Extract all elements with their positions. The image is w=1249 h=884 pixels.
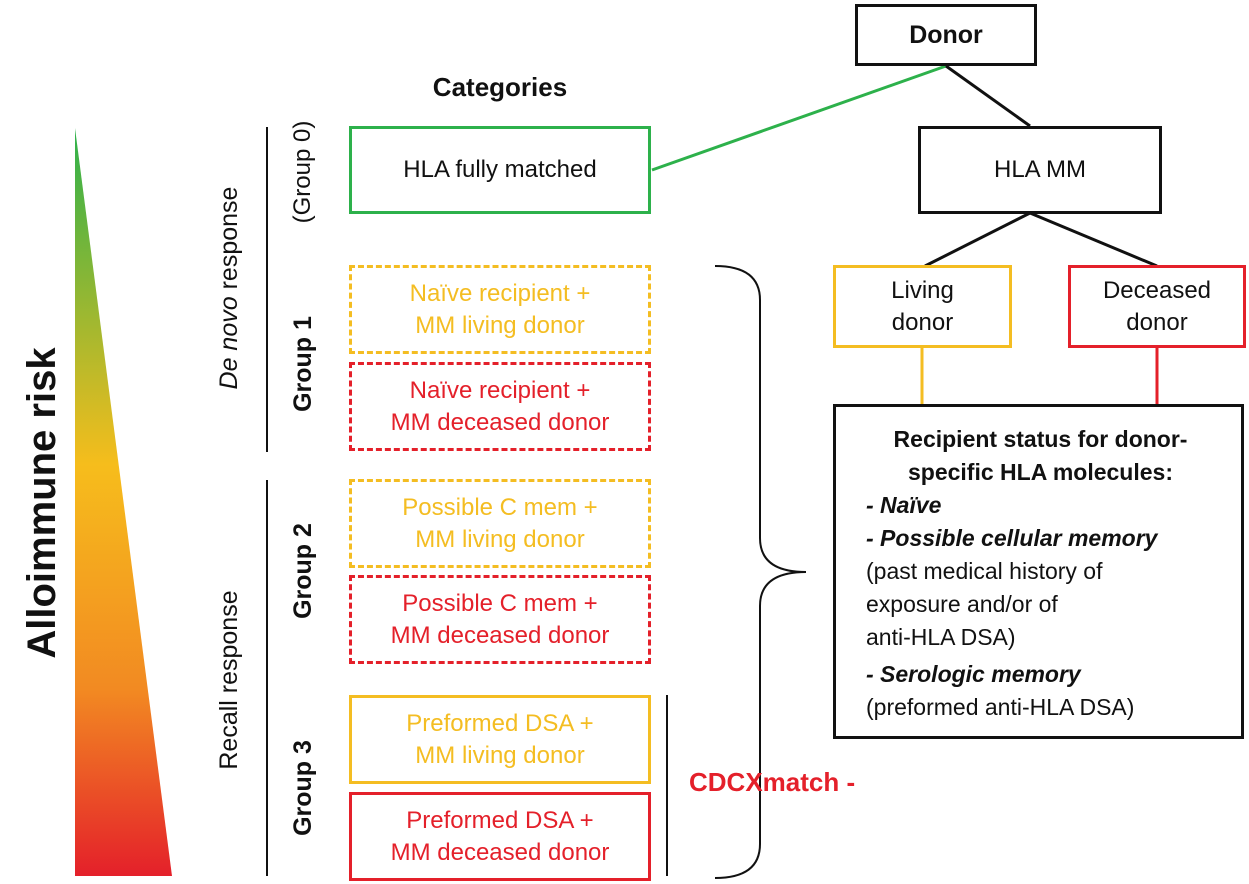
donor-box: Donor: [855, 4, 1037, 66]
status-cellular-note-line3: anti-HLA DSA): [866, 624, 1016, 650]
group3-living-line1: Preformed DSA +: [406, 709, 594, 737]
group3-deceased-box: Preformed DSA + MM deceased donor: [349, 792, 651, 881]
hla-mm-to-living-line: [924, 211, 1031, 268]
group3-living-box: Preformed DSA + MM living donor: [349, 695, 651, 784]
group2-deceased-box: Possible C mem + MM deceased donor: [349, 575, 651, 664]
donor-to-fully-matched-line: [651, 64, 947, 172]
hla-fully-matched-box: HLA fully matched: [349, 126, 651, 214]
hla-mm-text: HLA MM: [993, 156, 1086, 183]
group2-deceased-line1: Possible C mem +: [402, 589, 598, 617]
response-text: response: [215, 186, 243, 297]
group1-living-line1: Naïve recipient +: [409, 279, 591, 307]
group1-living-line2: MM living donor: [415, 311, 585, 339]
status-cellular-note-line1: (past medical history of: [866, 558, 1103, 584]
group2-label: Group 2: [289, 523, 317, 619]
donor-text: Donor: [909, 21, 983, 49]
de-novo-text: De novo: [215, 296, 243, 390]
status-naive: - Naïve: [866, 492, 942, 518]
curly-brace: [714, 265, 807, 879]
group2-deceased-line2: MM deceased donor: [390, 621, 610, 649]
status-serologic-memory: - Serologic memory: [866, 661, 1081, 687]
deceased-donor-line2: donor: [1126, 308, 1188, 336]
recall-response-label: Recall response: [215, 590, 243, 770]
risk-axis-label: Alloimmune risk: [20, 347, 64, 659]
donor-to-hla-mm-line: [945, 64, 1031, 128]
group1-deceased-line1: Naïve recipient +: [409, 376, 591, 404]
hla-mm-to-deceased-line: [1029, 211, 1158, 268]
categories-heading: Categories: [432, 72, 568, 102]
deceased-donor-box: Deceased donor: [1068, 265, 1246, 348]
recipient-status-box: Recipient status for donor- specific HLA…: [833, 404, 1244, 739]
hla-mm-box: HLA MM: [918, 126, 1162, 214]
group3-deceased-line2: MM deceased donor: [390, 838, 610, 866]
group3-deceased-line1: Preformed DSA +: [406, 806, 594, 834]
group3-living-line2: MM living donor: [415, 741, 585, 769]
risk-gradient-triangle: [75, 128, 172, 876]
group2-living-line2: MM living donor: [415, 525, 585, 553]
status-heading-line1: Recipient status for donor-: [893, 426, 1188, 452]
status-serologic-note: (preformed anti-HLA DSA): [866, 694, 1135, 720]
deceased-donor-line1: Deceased: [1102, 276, 1212, 304]
group1-label: Group 1: [289, 316, 317, 412]
group0-label: (Group 0): [289, 120, 316, 224]
status-heading-line2: specific HLA molecules:: [907, 459, 1173, 485]
status-cellular-note-line2: exposure and/or of: [866, 591, 1058, 617]
group2-living-box: Possible C mem + MM living donor: [349, 479, 651, 568]
group1-living-box: Naïve recipient + MM living donor: [349, 265, 651, 354]
living-donor-line1: Living: [891, 276, 954, 304]
status-cellular-memory: - Possible cellular memory: [866, 525, 1158, 551]
group2-living-line1: Possible C mem +: [402, 493, 598, 521]
group1-deceased-line2: MM deceased donor: [390, 408, 610, 436]
hla-fully-matched-text: HLA fully matched: [403, 156, 597, 183]
group1-deceased-box: Naïve recipient + MM deceased donor: [349, 362, 651, 451]
de-novo-response-label: De novo response: [213, 138, 245, 438]
living-donor-box: Living donor: [833, 265, 1012, 348]
cdcxmatch-label: CDCXmatch -: [689, 767, 856, 797]
living-donor-line2: donor: [891, 308, 954, 336]
group3-label: Group 3: [289, 740, 317, 836]
